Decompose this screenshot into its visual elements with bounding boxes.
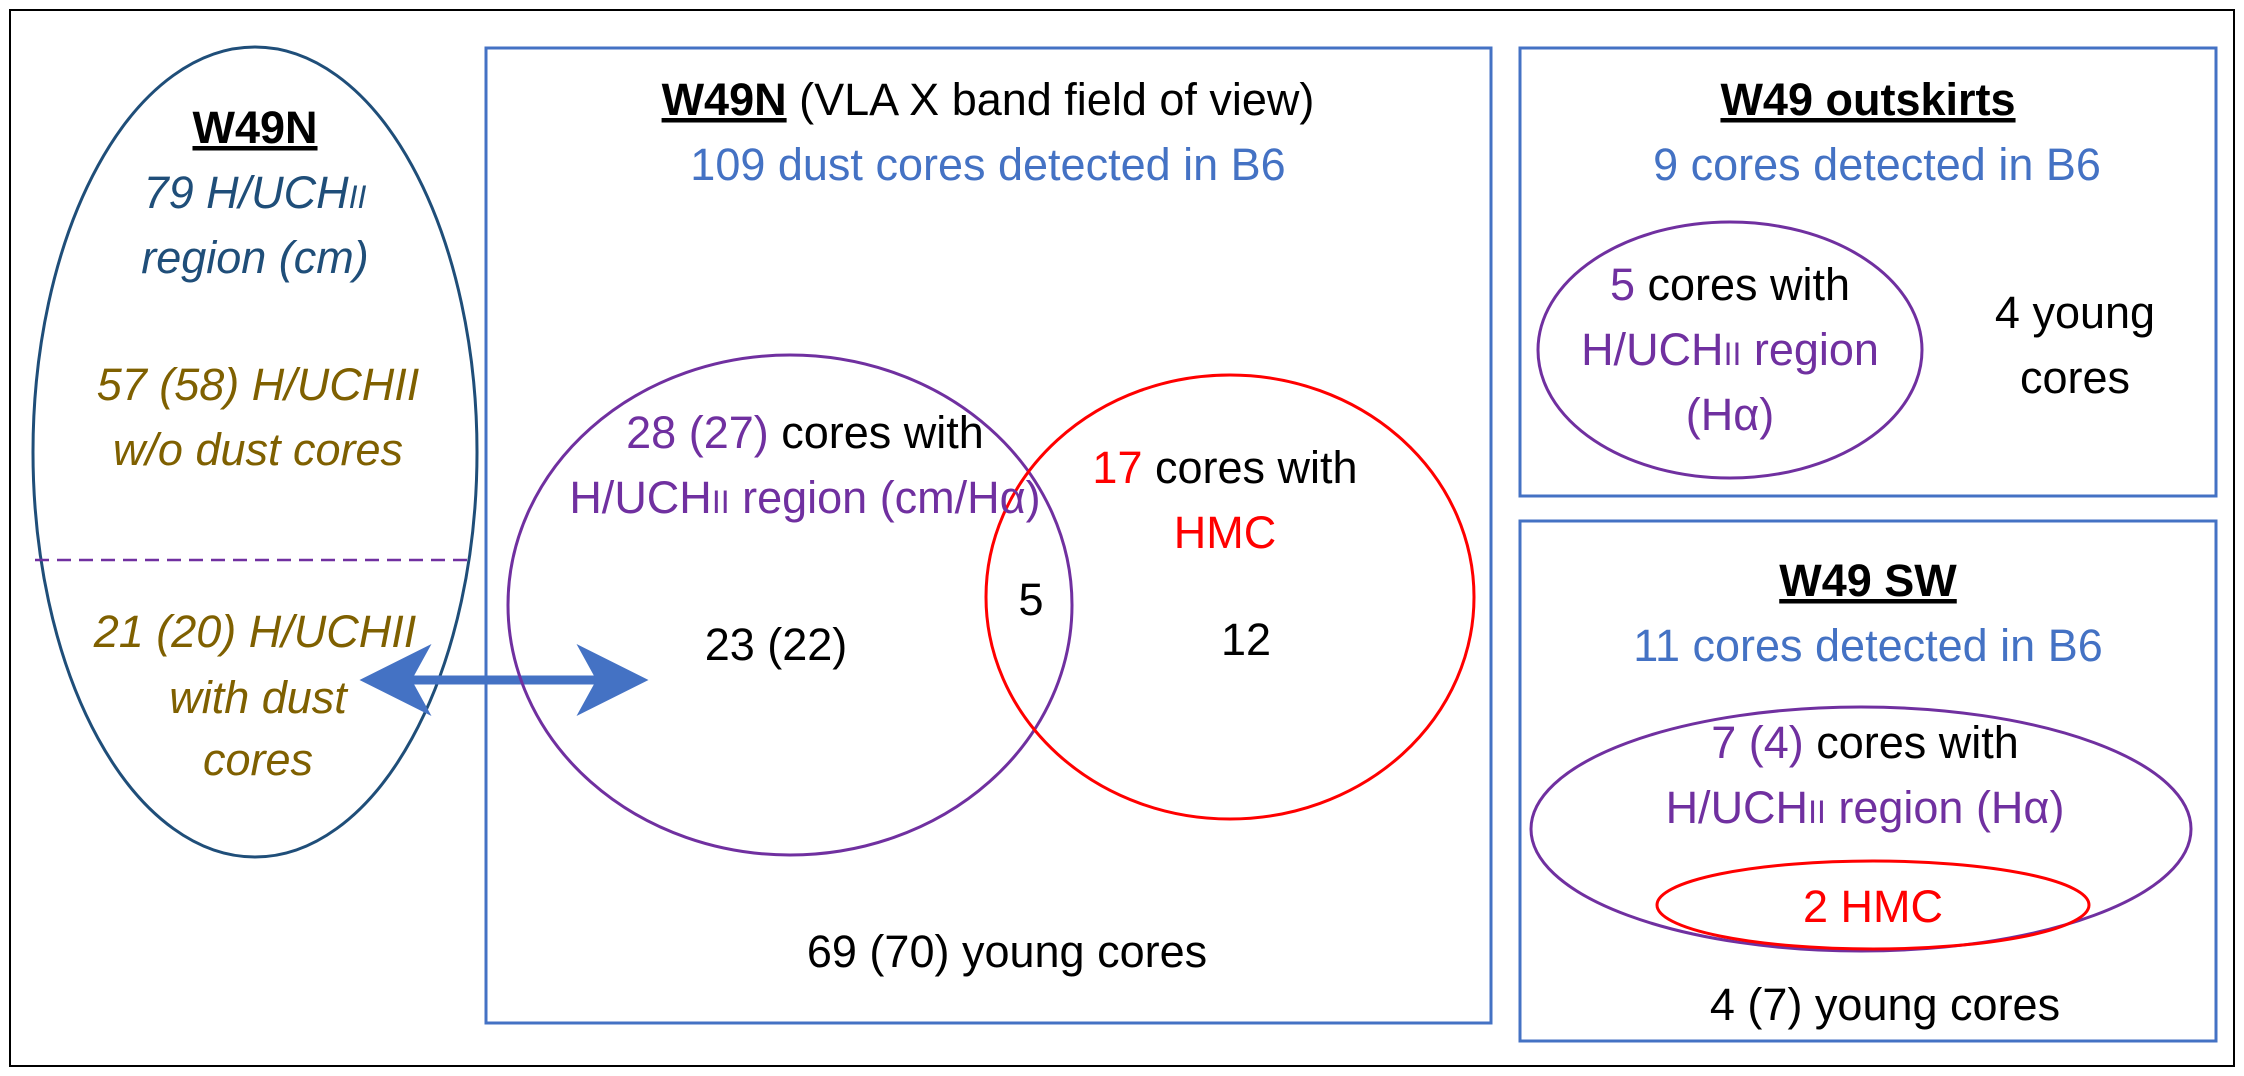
outskirts-title: W49 outskirts xyxy=(1720,74,2015,125)
outskirts-hii-ellipse xyxy=(1536,220,1924,480)
sw-title: W49 SW xyxy=(1779,555,1957,606)
sw-subtitle: 11 cores detected in B6 xyxy=(1633,620,2102,671)
cm-count-label: 79 H/UCHII xyxy=(144,167,367,218)
outer-frame xyxy=(9,9,2235,1067)
hii-circle-heading-2: H/UCHII region (cm/Hα) xyxy=(569,472,1040,523)
hmc-circle-heading-2: HMC xyxy=(1174,507,1276,558)
outskirts-young-line1: 4 young xyxy=(1995,287,2155,338)
sw-young-cores: 4 (7) young cores xyxy=(1710,979,2060,1030)
left-title: W49N xyxy=(192,102,317,153)
center-title: W49N (VLA X band field of view) xyxy=(662,74,1315,125)
sw-box xyxy=(1518,519,2218,1043)
center-panel: W49N (VLA X band field of view) 109 dust… xyxy=(484,46,1493,1025)
outskirts-young-line2: cores xyxy=(2020,352,2130,403)
outskirts-box xyxy=(1518,46,2218,498)
left-panel: W49N 79 H/UCHII region (cm) 57 (58) H/UC… xyxy=(31,45,479,859)
outskirts-subtitle: 9 cores detected in B6 xyxy=(1653,139,2101,190)
center-subtitle: 109 dust cores detected in B6 xyxy=(690,139,1285,190)
outskirts-panel: W49 outskirts 9 cores detected in B6 5 c… xyxy=(1518,46,2218,498)
sw-hmc-label: 2 HMC xyxy=(1803,881,1943,932)
hii-region-circle xyxy=(506,353,1074,857)
hii-circle-heading: 28 (27) cores with xyxy=(626,407,984,458)
nodust-desc-label: w/o dust cores xyxy=(113,424,403,475)
outskirts-ellipse-line2: H/UCHII region xyxy=(1581,324,1879,375)
outskirts-ellipse-line3: (Hα) xyxy=(1686,389,1774,440)
nodust-count-label: 57 (58) H/UCHII xyxy=(97,359,420,410)
hmc-circle-heading: 17 cores with xyxy=(1092,442,1357,493)
cm-region-label: region (cm) xyxy=(141,232,369,283)
sw-hii-ellipse xyxy=(1529,705,2193,953)
dust-desc-label-2: cores xyxy=(203,734,313,785)
hmc-circle xyxy=(984,373,1476,821)
sw-hmc-ellipse xyxy=(1655,859,2091,951)
dust-desc-label: with dust xyxy=(169,672,349,723)
sw-ellipse-line1: 7 (4) cores with xyxy=(1711,717,2019,768)
center-box xyxy=(484,46,1493,1025)
dust-count-label: 21 (20) H/UCHII xyxy=(93,606,417,657)
w49n-cm-ellipse xyxy=(31,45,479,859)
sw-panel: W49 SW 11 cores detected in B6 7 (4) cor… xyxy=(1518,519,2218,1043)
center-young-cores: 69 (70) young cores xyxy=(807,926,1207,977)
outskirts-ellipse-line1: 5 cores with xyxy=(1610,259,1850,310)
sw-ellipse-line2: H/UCHII region (Hα) xyxy=(1666,782,2065,833)
overlap-count: 5 xyxy=(1018,574,1043,625)
hmc-only-count: 12 xyxy=(1221,614,1271,665)
hii-only-count: 23 (22) xyxy=(705,619,848,670)
